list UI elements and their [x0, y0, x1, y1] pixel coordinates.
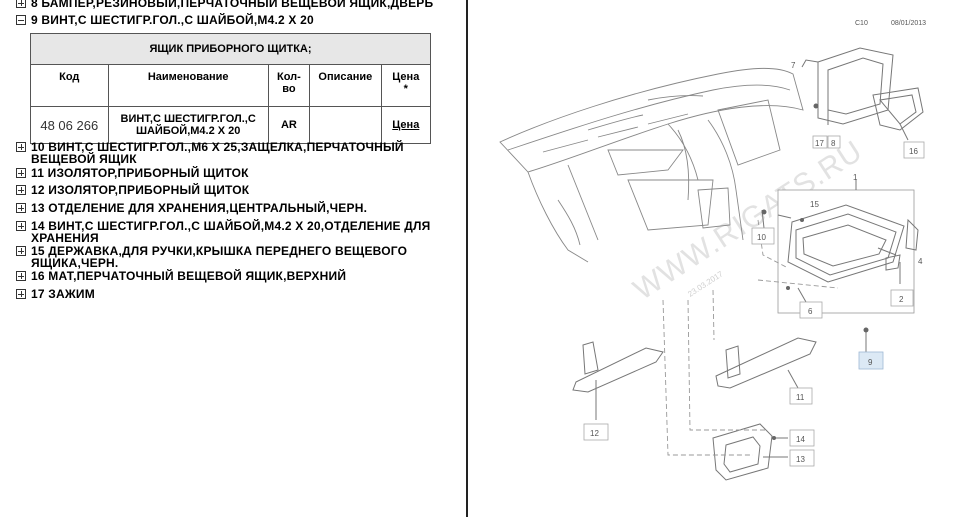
callout-12: 12 [583, 423, 609, 441]
tree-row-label: 8 БАМПЕР,РЕЗИНОВЫЙ,ПЕРЧАТОЧНЫЙ ВЕЩЕВОЙ Я… [31, 0, 434, 10]
collapse-icon[interactable] [16, 15, 26, 25]
tree-row-9[interactable]: 9 ВИНТ,С ШЕСТИГР.ГОЛ.,С ШАЙБОЙ,М4.2 X 20 [16, 14, 456, 26]
svg-text:7: 7 [791, 61, 796, 70]
col-header-name: Наименование [107, 64, 269, 107]
svg-text:12: 12 [590, 429, 599, 438]
callout-16: 16 [903, 141, 925, 159]
expand-icon[interactable] [16, 168, 26, 178]
svg-text:15: 15 [810, 200, 819, 209]
tree-row-16[interactable]: 16 МАТ,ПЕРЧАТОЧНЫЙ ВЕЩЕВОЙ ЯЩИК,ВЕРХНИЙ [16, 270, 456, 282]
svg-text:16: 16 [909, 147, 918, 156]
svg-text:9: 9 [868, 358, 873, 367]
callout-2: 2 [890, 289, 914, 307]
panel-divider [466, 0, 468, 517]
expand-icon[interactable] [16, 185, 26, 195]
part-name: ВИНТ,С ШЕСТИГР.ГОЛ.,С ШАЙБОЙ,М4.2 X 20 [107, 106, 269, 144]
tree-row-label: 15 ДЕРЖАВКА,ДЛЯ РУЧКИ,КРЫШКА ПЕРЕДНЕГО В… [31, 244, 408, 270]
tree-row-label: 16 МАТ,ПЕРЧАТОЧНЫЙ ВЕЩЕВОЙ ЯЩИК,ВЕРХНИЙ [31, 269, 347, 283]
tree-row-label: 17 ЗАЖИМ [31, 287, 95, 301]
tree-row-8[interactable]: 8 БАМПЕР,РЕЗИНОВЫЙ,ПЕРЧАТОЧНЫЙ ВЕЩЕВОЙ Я… [16, 0, 456, 9]
expand-icon[interactable] [16, 142, 26, 152]
callout-7: 7 [791, 61, 796, 70]
parts-list-panel: 8 БАМПЕР,РЕЗИНОВЫЙ,ПЕРЧАТОЧНЫЙ ВЕЩЕВОЙ Я… [0, 0, 466, 517]
col-header-code: Код [30, 64, 109, 107]
svg-text:13: 13 [796, 455, 805, 464]
svg-text:14: 14 [796, 435, 805, 444]
part-number: 48 06 266 [30, 106, 109, 144]
tree-row-label: 11 ИЗОЛЯТОР,ПРИБОРНЫЙ ЩИТОК [31, 166, 249, 180]
svg-text:8: 8 [831, 139, 836, 148]
exploded-diagram: C10 08/01/2013 WWW.RIGATS.RU 23.03.2017 [499, 20, 926, 481]
insulator-panels-drawing [572, 337, 817, 481]
callout-1: 1 [853, 173, 858, 182]
tree-row-label: 14 ВИНТ,С ШЕСТИГР.ГОЛ.,С ШАЙБОЙ,М4.2 X 2… [31, 219, 431, 245]
expand-icon[interactable] [16, 271, 26, 281]
part-description [309, 106, 382, 144]
svg-text:2: 2 [899, 295, 904, 304]
expand-icon[interactable] [16, 221, 26, 231]
tree-row-label: 10 ВИНТ,С ШЕСТИГР.ГОЛ.,М6 X 25,ЗАЩЕЛКА,П… [31, 140, 404, 166]
exploded-diagram-panel: C10 08/01/2013 WWW.RIGATS.RU 23.03.2017 [468, 0, 960, 517]
svg-text:11: 11 [796, 393, 805, 402]
glove-box-lid-drawing [817, 47, 924, 131]
diagram-date: 08/01/2013 [891, 20, 926, 27]
tree-row-17[interactable]: 17 ЗАЖИМ [16, 288, 456, 300]
tree-row-label: 13 ОТДЕЛЕНИЕ ДЛЯ ХРАНЕНИЯ,ЦЕНТРАЛЬНЫЙ,ЧЕ… [31, 201, 368, 215]
tree-row-15[interactable]: 15 ДЕРЖАВКА,ДЛЯ РУЧКИ,КРЫШКА ПЕРЕДНЕГО В… [16, 245, 456, 269]
col-header-qty: Кол-во [267, 64, 311, 107]
tree-row-12[interactable]: 12 ИЗОЛЯТОР,ПРИБОРНЫЙ ЩИТОК [16, 184, 456, 196]
callout-15: 15 [810, 200, 819, 209]
parts-table: ЯЩИК ПРИБОРНОГО ЩИТКА; Код Наименование … [30, 33, 432, 144]
callout-14: 14 [789, 429, 815, 447]
price-cell: Цена [380, 106, 432, 144]
fasteners [761, 103, 869, 440]
solid-leaders [595, 59, 909, 458]
tree-row-11[interactable]: 11 ИЗОЛЯТОР,ПРИБОРНЫЙ ЩИТОК [16, 167, 456, 179]
tree-row-10[interactable]: 10 ВИНТ,С ШЕСТИГР.ГОЛ.,М6 X 25,ЗАЩЕЛКА,П… [16, 141, 456, 165]
callout-9[interactable]: 9 [858, 351, 884, 370]
svg-text:4: 4 [918, 257, 923, 266]
svg-text:10: 10 [757, 233, 766, 242]
svg-text:1: 1 [853, 173, 858, 182]
table-caption: ЯЩИК ПРИБОРНОГО ЩИТКА; [30, 33, 431, 65]
tree-row-label: 12 ИЗОЛЯТОР,ПРИБОРНЫЙ ЩИТОК [31, 183, 250, 197]
expand-icon[interactable] [16, 203, 26, 213]
callout-8: 8 [827, 135, 841, 149]
callout-6: 6 [799, 301, 823, 319]
col-header-price-label: Цена [392, 71, 420, 83]
callout-17: 17 [812, 135, 828, 149]
callout-11: 11 [789, 387, 813, 405]
expand-icon[interactable] [16, 246, 26, 256]
part-qty: AR [267, 106, 311, 144]
price-link[interactable]: Цена [392, 119, 420, 131]
table-row: 48 06 266 ВИНТ,С ШЕСТИГР.ГОЛ.,С ШАЙБОЙ,М… [30, 106, 432, 144]
page-code: C10 [855, 20, 868, 27]
tree-row-label: 9 ВИНТ,С ШЕСТИГР.ГОЛ.,С ШАЙБОЙ,М4.2 X 20 [31, 13, 314, 27]
expand-icon[interactable] [16, 289, 26, 299]
col-header-desc: Описание [309, 64, 382, 107]
tree-row-14[interactable]: 14 ВИНТ,С ШЕСТИГР.ГОЛ.,С ШАЙБОЙ,М4.2 X 2… [16, 220, 456, 244]
price-footnote-marker: * [403, 83, 408, 95]
tree-row-13[interactable]: 13 ОТДЕЛЕНИЕ ДЛЯ ХРАНЕНИЯ,ЦЕНТРАЛЬНЫЙ,ЧЕ… [16, 202, 456, 214]
callout-13: 13 [789, 449, 815, 467]
callout-10: 10 [751, 227, 775, 245]
instrument-panel-drawing [499, 67, 804, 263]
svg-text:17: 17 [815, 139, 824, 148]
callout-4: 4 [918, 257, 923, 266]
svg-text:6: 6 [808, 307, 813, 316]
col-header-price: Цена * [380, 64, 432, 107]
expand-icon[interactable] [16, 0, 26, 8]
